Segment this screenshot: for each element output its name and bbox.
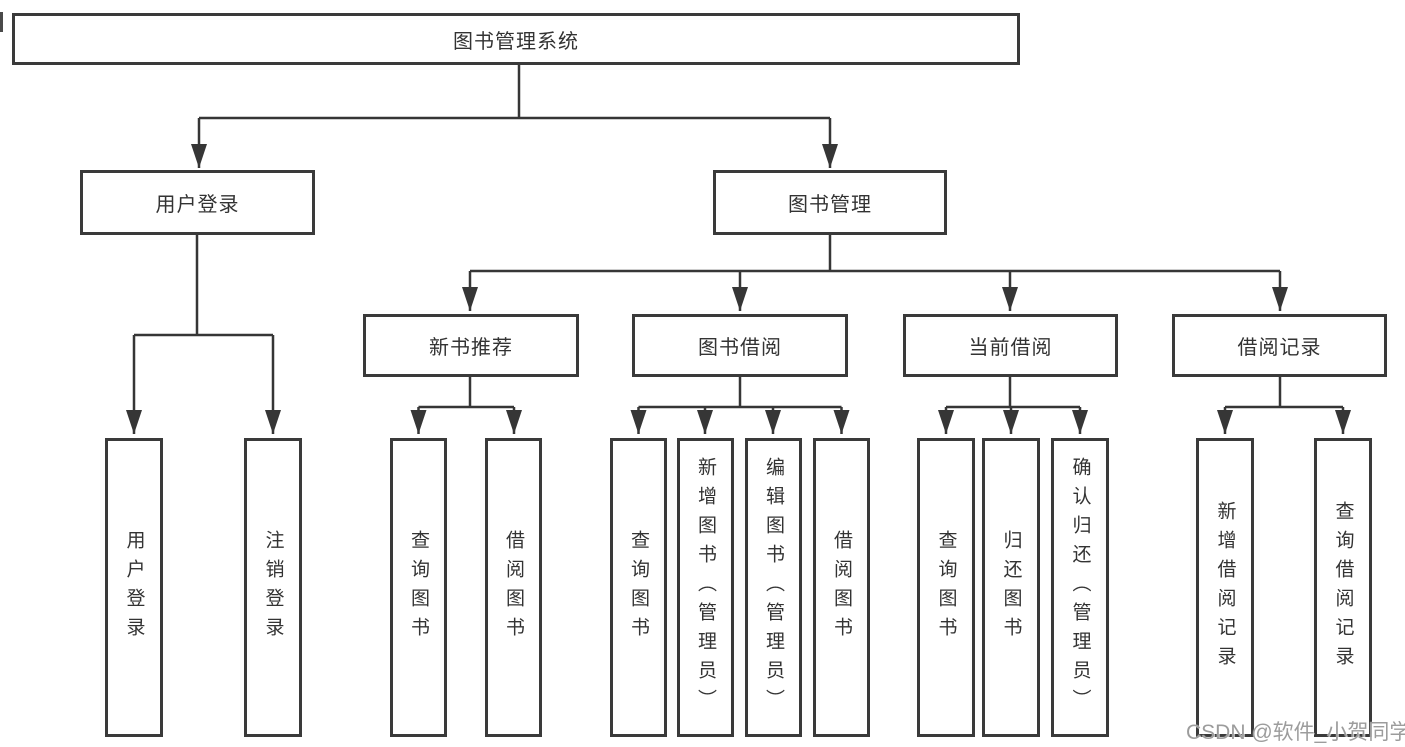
screenshot-edge-artifact <box>0 12 3 32</box>
leaf-logout: 注销登录 <box>244 438 302 737</box>
node-borrowing-records: 借阅记录 <box>1172 314 1387 377</box>
node-book-borrowing: 图书借阅 <box>632 314 848 377</box>
node-new-book-recommend: 新书推荐 <box>363 314 579 377</box>
node-current-borrowing: 当前借阅 <box>903 314 1118 377</box>
leaf-cb-return-books: 归还图书 <box>982 438 1040 737</box>
node-user-login: 用户登录 <box>80 170 315 235</box>
leaf-cb-query-books: 查询图书 <box>917 438 975 737</box>
watermark: CSDN @软件_小贺同学 <box>1186 721 1405 744</box>
leaf-cb-confirm-return-admin: 确认归还（管理员） <box>1051 438 1109 737</box>
leaf-br-query-record: 查询借阅记录 <box>1314 438 1372 737</box>
leaf-bb-edit-books-admin: 编辑图书（管理员） <box>745 438 802 737</box>
leaf-bb-borrow-books: 借阅图书 <box>813 438 870 737</box>
leaf-br-add-record: 新增借阅记录 <box>1196 438 1254 737</box>
leaf-bb-query-books: 查询图书 <box>610 438 667 737</box>
leaf-bb-add-books-admin: 新增图书（管理员） <box>677 438 734 737</box>
node-book-management: 图书管理 <box>713 170 947 235</box>
leaf-nbr-query-books: 查询图书 <box>390 438 447 737</box>
leaf-user-login: 用户登录 <box>105 438 163 737</box>
node-root: 图书管理系统 <box>12 13 1020 65</box>
leaf-nbr-borrow-books: 借阅图书 <box>485 438 542 737</box>
